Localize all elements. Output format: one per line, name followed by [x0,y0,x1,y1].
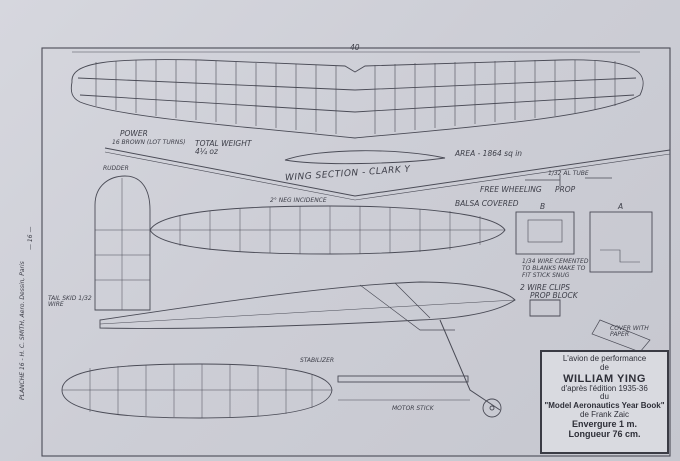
box-a-label: A [618,202,624,211]
caption-line2: de [600,362,609,372]
wing-ribs [95,60,616,134]
stabilizer-label: STABILIZER [300,357,335,364]
prop-block-label: PROP BLOCK [530,291,578,300]
wire-note-label: 1/34 WIRE CEMENTED TO BLANKS MAKE TO FIT… [522,258,589,280]
fuselage-side-view [99,281,516,329]
rudder-label: RUDDER [103,165,129,172]
caption-line1: L'avion de performance [562,354,647,363]
wing-section-airfoil [284,150,446,165]
motor-stick-label: MOTOR STICK [392,405,434,412]
incidence-label: 2° NEG INCIDENCE [270,197,327,204]
side-credit: PLANCHE 16 - H. C. SMITH, Aero. Dessin, … [19,261,26,400]
caption-name: WILLIAM YING [563,372,646,385]
power-label: POWER [120,129,148,138]
caption-span: Envergure 1 m. [571,418,638,429]
span-dimension-label: 40 [350,43,360,52]
al-tube-label: 1/32 AL TUBE [548,170,589,177]
wire-clips-label: 2 WIRE CLIPS [520,283,571,292]
wing-dihedral-view [104,147,671,197]
wing-planform [70,59,644,139]
motor-stick [337,375,469,383]
rubber-label: 16 BROWN (LOT TURNS) [112,139,186,146]
caption-line4: d'après l'édition 1935-36 [561,383,648,393]
caption-length: Longueur 76 cm. [568,428,641,439]
tail-skid-label: TAIL SKID 1/32 WIRE [48,295,92,308]
rudder-outline [94,175,151,311]
cover-paper-label: COVER WITH PAPER [610,325,649,338]
caption-box: L'avion de performance de WILLIAM YING d… [540,350,669,454]
drawing-frame [41,47,671,457]
caption-line5: du [600,392,609,402]
wheel [482,398,502,418]
caption-book: "Model Aeronautics Year Book" [544,401,665,411]
part-box-a [589,211,653,273]
area-label: AREA - 1864 sq in [455,149,523,158]
caption-author: de Frank Zaic [580,410,629,420]
box-b-label: B [540,202,546,211]
bottom-stabilizer [61,363,333,419]
landing-gear [439,319,501,411]
prop-label: PROP [555,185,576,194]
page-number: — 16 — [27,226,34,250]
part-box-b [515,211,575,255]
free-wheeling-label: FREE WHEELING [480,185,542,194]
prop-block [529,299,561,317]
total-weight-label: TOTAL WEIGHT 4¼ oz [195,139,252,156]
prop-shaft [525,175,561,186]
balsa-covered-label: BALSA COVERED [455,199,519,208]
